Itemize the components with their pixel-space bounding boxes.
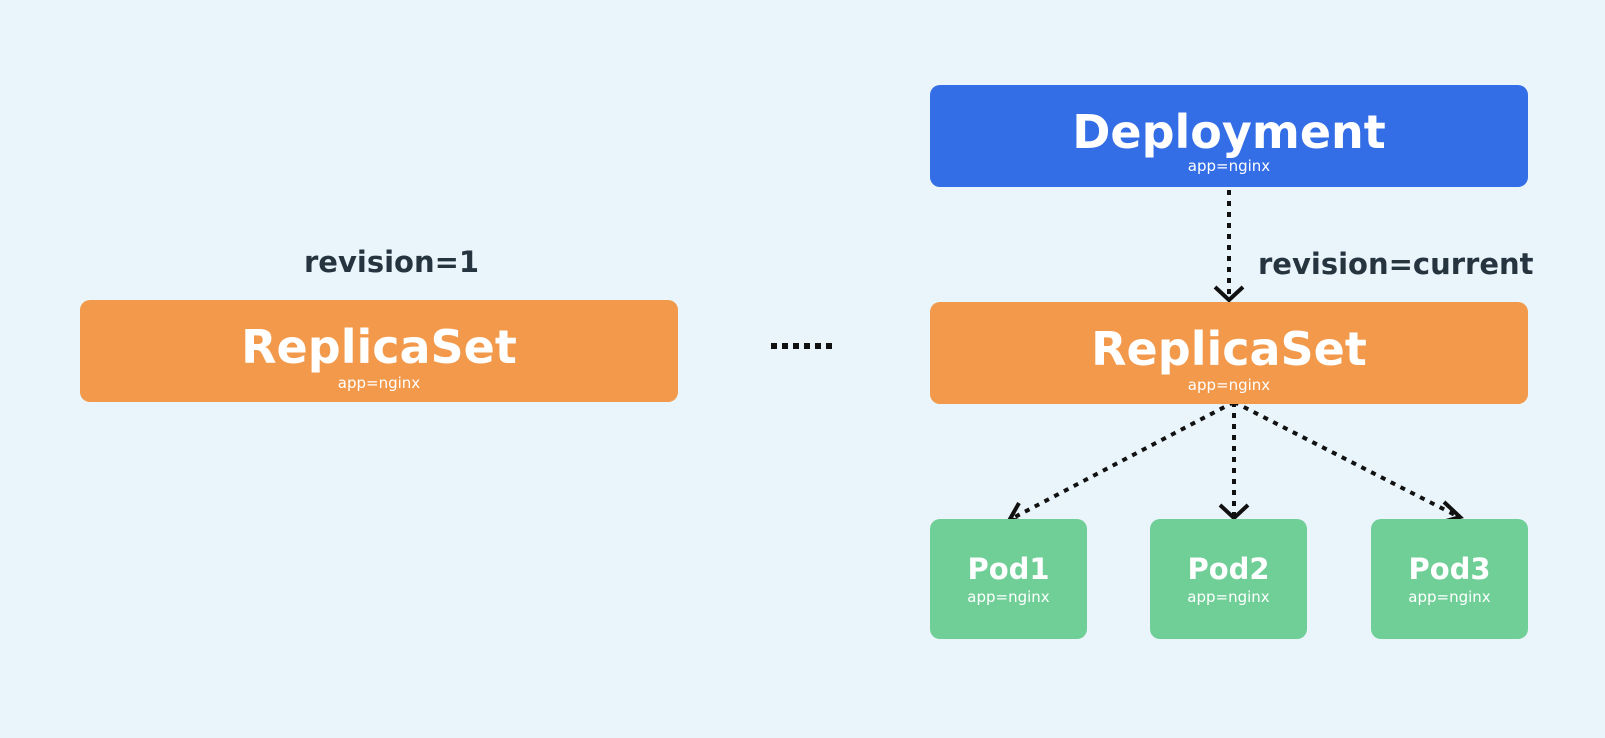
arrow-deployment-to-replicaset bbox=[1213, 190, 1245, 303]
arrow-replicaset-to-pod2 bbox=[1218, 402, 1250, 521]
replicaset-current-label: app=nginx bbox=[1187, 376, 1271, 394]
replicaset-old-box: ReplicaSet app=nginx bbox=[80, 300, 678, 402]
ellipsis-dots bbox=[771, 343, 832, 349]
replicaset-old-label: app=nginx bbox=[337, 374, 421, 392]
deployment-box: Deployment app=nginx bbox=[930, 85, 1528, 187]
pod1-title: Pod1 bbox=[967, 552, 1050, 586]
deployment-label: app=nginx bbox=[1187, 157, 1271, 175]
revision-current-label: revision=current bbox=[1258, 247, 1534, 281]
arrow-replicaset-to-pod1 bbox=[1006, 400, 1235, 525]
pod2-title: Pod2 bbox=[1187, 552, 1270, 586]
replicaset-current-box: ReplicaSet app=nginx bbox=[930, 302, 1528, 404]
revision-old-label: revision=1 bbox=[304, 245, 480, 279]
pod3-title: Pod3 bbox=[1408, 552, 1491, 586]
replicaset-old-title: ReplicaSet bbox=[241, 320, 517, 374]
arrow-replicaset-to-pod3 bbox=[1233, 400, 1464, 524]
pod3-box: Pod3 app=nginx bbox=[1371, 519, 1528, 639]
pod2-box: Pod2 app=nginx bbox=[1150, 519, 1307, 639]
deployment-title: Deployment bbox=[1072, 105, 1386, 159]
pod1-box: Pod1 app=nginx bbox=[930, 519, 1087, 639]
replicaset-current-title: ReplicaSet bbox=[1091, 322, 1367, 376]
pod3-label: app=nginx bbox=[1408, 588, 1491, 606]
pod1-label: app=nginx bbox=[967, 588, 1050, 606]
pod2-label: app=nginx bbox=[1187, 588, 1270, 606]
